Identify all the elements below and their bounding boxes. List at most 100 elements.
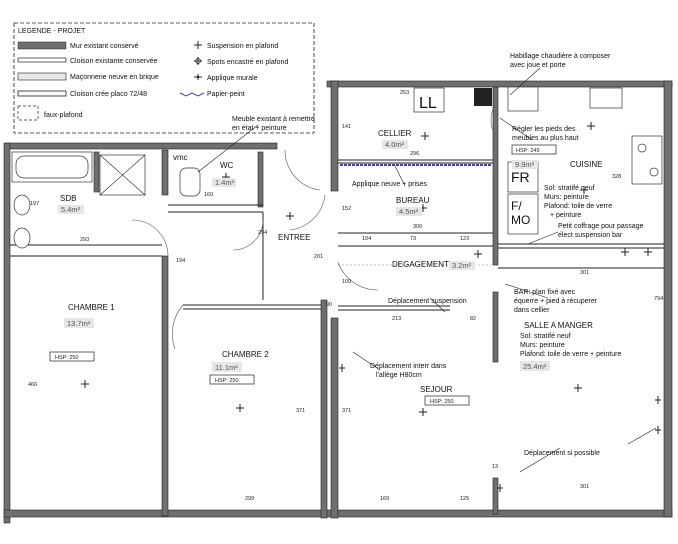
suspension-icon xyxy=(286,212,294,220)
hsp-cuisine xyxy=(511,144,557,155)
note-cuisine-2: Murs: peinture xyxy=(544,194,589,201)
svg-text:253: 253 xyxy=(400,90,409,96)
sink xyxy=(13,227,31,249)
note-applique: Applique neuve + prises xyxy=(352,181,427,188)
svg-text:82: 82 xyxy=(470,316,476,322)
legend-papier-peint: Papier-peint xyxy=(207,91,245,98)
note-cuisine-3: Plafond: toile de verre xyxy=(544,203,612,210)
svg-text:141: 141 xyxy=(342,124,351,130)
notes: Habillage chaudière à composer avec joue… xyxy=(232,53,644,457)
area-cellier: 4.0m² xyxy=(385,140,405,149)
room-chambre2: CHAMBRE 2 xyxy=(222,350,269,359)
oven-label-2: MO xyxy=(511,213,530,227)
svg-text:301: 301 xyxy=(580,270,589,276)
papier-peint-icon xyxy=(179,92,205,97)
svg-text:300: 300 xyxy=(413,224,422,230)
svg-text:HSP: 249: HSP: 249 xyxy=(516,148,540,154)
note-interr-1: Déplacement interr dans xyxy=(370,363,447,370)
room-cuisine: CUISINE xyxy=(570,160,602,169)
svg-text:301: 301 xyxy=(580,484,589,490)
hsp-boxes: HSP: 250 HSP: 250 HSP: 250 HSP: 249 xyxy=(49,144,557,406)
room-chambre1: CHAMBRE 1 xyxy=(68,303,115,312)
legend-title: LEGENDE - PROJET xyxy=(18,28,86,35)
svg-text:794: 794 xyxy=(654,296,663,302)
legend-applique: Applique murale xyxy=(207,75,258,82)
legend-swatch-mur xyxy=(17,41,67,50)
note-habillage-1: Habillage chaudière à composer xyxy=(510,53,611,60)
area-bureau: 4.5m² xyxy=(399,207,419,216)
room-labels: CELLIER 4.0m² WC 1.4m² vmc SDB 5.4m² BUR… xyxy=(58,129,602,394)
spot-icon xyxy=(644,248,652,256)
svg-text:73: 73 xyxy=(410,236,416,242)
room-bureau: BUREAU xyxy=(396,196,430,205)
room-sdb: SDB xyxy=(60,194,76,203)
boiler xyxy=(474,88,492,106)
svg-text:293: 293 xyxy=(80,237,89,243)
svg-text:296: 296 xyxy=(410,151,419,157)
note-cuisine-4: + peinture xyxy=(550,212,581,219)
vmc-label: vmc xyxy=(173,153,188,162)
note-meuble-1: Meuble existant à remettre xyxy=(232,116,315,123)
note-regler-1: Régler les pieds des xyxy=(512,126,576,133)
suspension-icon xyxy=(421,132,429,140)
note-regler-2: meubles au plus haut xyxy=(512,135,579,142)
note-coffrage-2: élect suspension bar xyxy=(558,232,623,239)
note-salle-2: Murs: peinture xyxy=(520,342,565,349)
lights xyxy=(81,122,661,492)
hsp-sejour xyxy=(424,395,470,406)
note-bar-3: dans cellier xyxy=(514,307,550,314)
oven-label-1: F/ xyxy=(511,199,522,213)
washer-box xyxy=(413,87,445,113)
doors xyxy=(131,104,496,350)
room-sejour: SEJOUR xyxy=(420,385,453,394)
room-wc: WC xyxy=(220,161,234,170)
svg-text:123: 123 xyxy=(460,236,469,242)
spot-icon xyxy=(587,122,595,130)
area-sejour: 25.4m² xyxy=(523,362,547,371)
suspension-icon xyxy=(574,384,582,392)
note-deplacement-suspension: Déplacement suspension xyxy=(388,298,467,305)
note-salle-1: Sol: stratifé neuf xyxy=(520,333,571,340)
svg-text:371: 371 xyxy=(342,408,351,414)
svg-text:299: 299 xyxy=(245,496,254,502)
spot-icon xyxy=(580,186,588,194)
svg-text:197: 197 xyxy=(30,201,39,207)
legend-placo: Cloison crée placo 72/48 xyxy=(70,91,147,98)
suspension-icon xyxy=(194,41,202,49)
kitchen-sink xyxy=(589,87,623,109)
area-sdb: 5.4m² xyxy=(61,205,81,214)
note-habillage-2: avec joue et porte xyxy=(510,62,566,69)
legend-spots: Spots encastré en plafond xyxy=(207,59,288,66)
area-wc: 1.4m² xyxy=(215,178,235,187)
applique-icon xyxy=(194,74,202,80)
svg-text:125: 125 xyxy=(460,496,469,502)
walls xyxy=(3,80,673,524)
legend-suspension: Suspension en plafond xyxy=(207,43,278,50)
legend-faux-plafond: faux-plafond xyxy=(44,112,83,119)
cooktop xyxy=(631,135,663,185)
room-salle: SALLE A MANGER xyxy=(524,321,593,330)
suspension-icon xyxy=(474,250,482,258)
boiler-cover xyxy=(507,86,539,112)
note-coffrage-1: Petit coffrage pour passage xyxy=(558,223,644,230)
suspension-icon xyxy=(81,380,89,388)
svg-text:109: 109 xyxy=(342,279,351,285)
room-degagement: DEGAGEMENT xyxy=(392,260,449,269)
suspension-icon xyxy=(419,408,427,416)
room-cellier: CELLIER xyxy=(378,129,412,138)
applique-icon xyxy=(655,426,661,434)
legend-maconnerie: Maçonnerie neuve en brique xyxy=(70,74,159,81)
room-entree: ENTREE xyxy=(278,233,310,242)
legend-mur: Mur existant conservé xyxy=(70,43,139,50)
fridge-label: FR xyxy=(511,169,530,185)
svg-text:160: 160 xyxy=(204,192,213,198)
svg-text:13: 13 xyxy=(492,464,498,470)
applique-icon xyxy=(497,484,503,492)
legend-cloison: Cloison existante conservée xyxy=(70,58,158,65)
svg-text:213: 213 xyxy=(392,316,401,322)
svg-text:HSP: 250: HSP: 250 xyxy=(215,378,239,384)
legend: LEGENDE - PROJET Mur existant conservé C… xyxy=(13,22,315,134)
svg-text:328: 328 xyxy=(612,174,621,180)
applique-icon xyxy=(655,396,661,404)
